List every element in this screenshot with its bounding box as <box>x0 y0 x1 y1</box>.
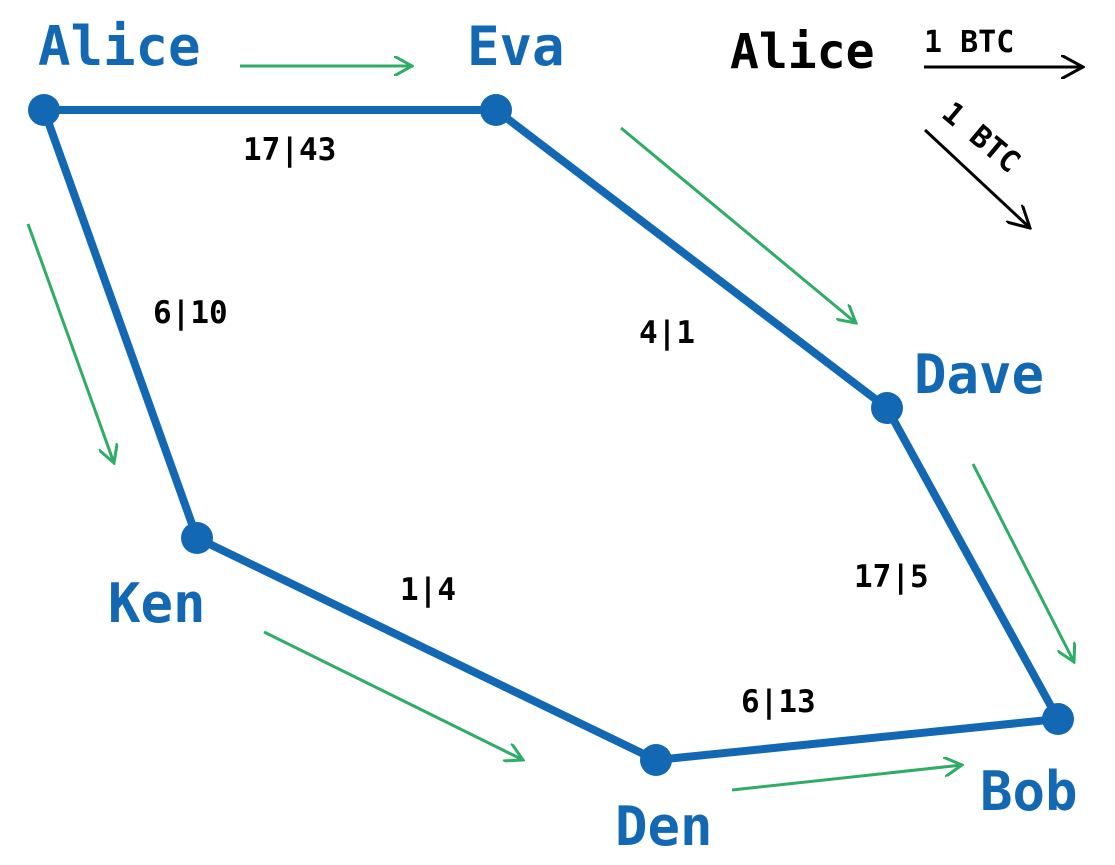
balance-label-dave-bob: 17|5 <box>854 559 929 595</box>
legend-amount-horizontal: 1 BTC <box>924 25 1014 60</box>
node-label-ken: Ken <box>108 572 206 635</box>
edge-ken-den <box>193 534 660 764</box>
legend-amount-diagonal: 1 BTC <box>935 95 1027 180</box>
legend-arrow-diagonal <box>923 128 1030 228</box>
node-label-alice: Alice <box>38 15 201 78</box>
legend: Alice 1 BTC 1 BTC <box>730 24 1083 228</box>
channel-balance-labels: 17|43 4|1 17|5 6|13 1|4 6|10 <box>153 132 929 720</box>
edge-alice-ken <box>40 106 201 542</box>
node-label-dave: Dave <box>914 343 1044 406</box>
balance-label-den-bob: 6|13 <box>741 684 816 720</box>
edge-eva-dave <box>492 106 891 412</box>
node-dot-ken <box>181 522 213 554</box>
channel-edges <box>40 106 1062 764</box>
flow-arrows <box>26 66 1074 792</box>
node-dot-bob <box>1042 703 1074 735</box>
flow-arrow-dave-bob <box>971 463 1074 662</box>
flow-arrow-den-bob <box>731 765 962 792</box>
node-dot-den <box>640 744 672 776</box>
edge-den-bob <box>652 715 1062 764</box>
node-label-bob: Bob <box>980 760 1078 823</box>
node-dots <box>28 94 1074 776</box>
node-labels: Alice Eva Dave Bob Den Ken <box>38 15 1078 858</box>
balance-label-ken-den: 1|4 <box>400 572 456 608</box>
node-dot-alice <box>28 94 60 126</box>
edge-dave-bob <box>883 404 1062 723</box>
legend-sender-name: Alice <box>730 24 875 80</box>
balance-label-eva-dave: 4|1 <box>639 315 695 351</box>
balance-label-alice-ken: 6|10 <box>153 295 228 331</box>
flow-arrow-alice-ken <box>26 223 114 463</box>
flow-arrow-ken-den <box>263 630 523 760</box>
node-dot-dave <box>871 392 903 424</box>
balance-label-alice-eva: 17|43 <box>243 132 336 168</box>
flow-arrow-eva-dave <box>620 126 856 323</box>
node-label-den: Den <box>615 795 713 858</box>
node-dot-eva <box>480 94 512 126</box>
node-label-eva: Eva <box>467 15 565 78</box>
